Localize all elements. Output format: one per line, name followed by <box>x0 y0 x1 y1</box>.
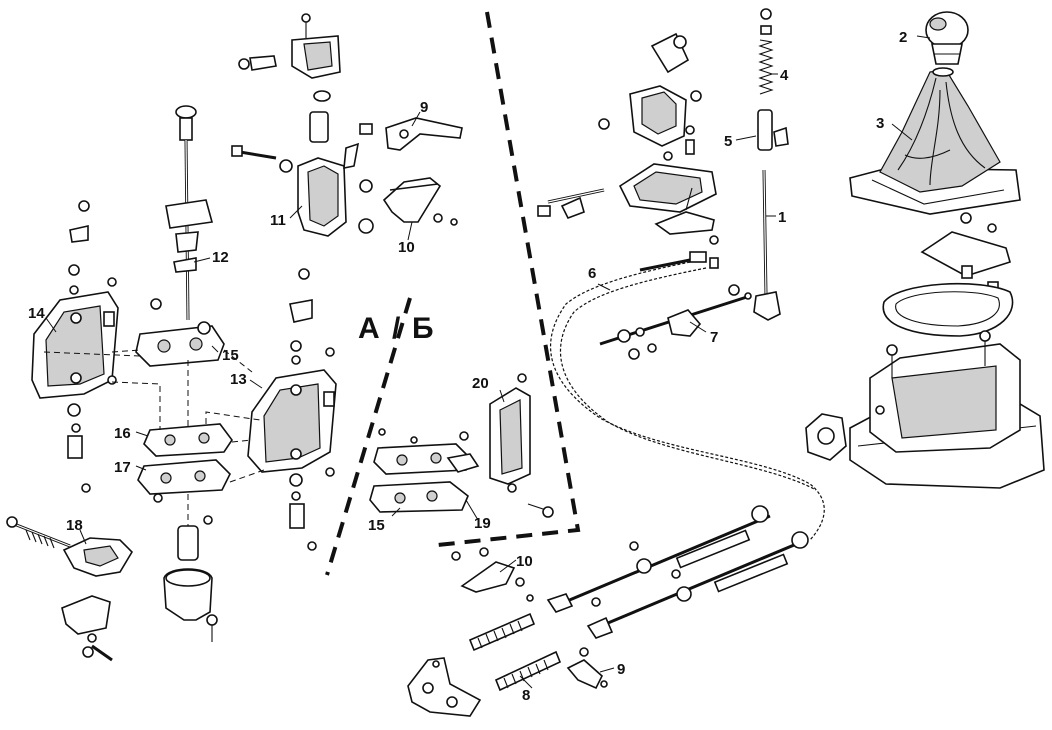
callout-9-upper: 9 <box>420 99 428 116</box>
central-shaft <box>163 105 218 642</box>
callout-14: 14 <box>28 305 45 322</box>
callout-13: 13 <box>230 371 247 388</box>
shift-lever <box>753 8 789 321</box>
gasket-ring <box>882 282 1014 337</box>
callout-18: 18 <box>66 517 83 534</box>
boot-bracket <box>920 212 1011 295</box>
section-divider-lines <box>325 11 581 576</box>
callout-2: 2 <box>899 29 907 46</box>
callout-12: 12 <box>212 249 229 266</box>
left-housing <box>31 200 119 493</box>
callout-15-b: 15 <box>368 517 385 534</box>
callout-16: 16 <box>114 425 131 442</box>
callout-5: 5 <box>724 133 732 150</box>
section-b-plates <box>369 373 554 518</box>
upper-levers <box>382 117 463 226</box>
callout-labels: 2 3 4 5 1 6 7 8 9 9 10 10 11 12 13 14 15… <box>28 29 907 704</box>
section-b-parts <box>407 547 608 717</box>
lower-cables <box>546 505 809 639</box>
selector-mechanism <box>598 32 719 269</box>
shift-boot <box>849 67 1021 215</box>
small-gasket <box>805 413 847 461</box>
shift-housing <box>849 330 1045 489</box>
callout-11: 11 <box>270 212 286 229</box>
callout-3: 3 <box>876 115 884 132</box>
selector-cable <box>549 251 825 541</box>
callout-10-lower: 10 <box>516 553 533 570</box>
section-label-a: А <box>358 312 380 345</box>
callout-7: 7 <box>710 329 718 346</box>
section-separator: / <box>392 312 401 345</box>
callout-17: 17 <box>114 459 131 476</box>
section-label-b: Б <box>412 312 434 345</box>
callout-10-upper: 10 <box>398 239 415 256</box>
callout-1: 1 <box>778 209 786 226</box>
callout-15-a: 15 <box>222 347 239 364</box>
section-a-b-divider <box>325 297 412 576</box>
gear-knob <box>925 11 969 65</box>
lower-left-bracket <box>6 516 134 662</box>
callout-9-lower: 9 <box>617 661 625 678</box>
callout-4: 4 <box>780 67 789 84</box>
right-housing <box>247 268 337 551</box>
section-a-plates <box>135 298 233 525</box>
callout-20: 20 <box>472 375 489 392</box>
callout-19: 19 <box>474 515 491 532</box>
upper-housing <box>231 13 374 237</box>
assembly-lines <box>43 349 265 526</box>
leader-lines <box>45 35 931 689</box>
shift-cable <box>599 284 752 360</box>
callout-8: 8 <box>522 687 530 704</box>
long-bolt <box>537 188 605 220</box>
section-b-border <box>437 11 581 547</box>
callout-6: 6 <box>588 265 596 282</box>
